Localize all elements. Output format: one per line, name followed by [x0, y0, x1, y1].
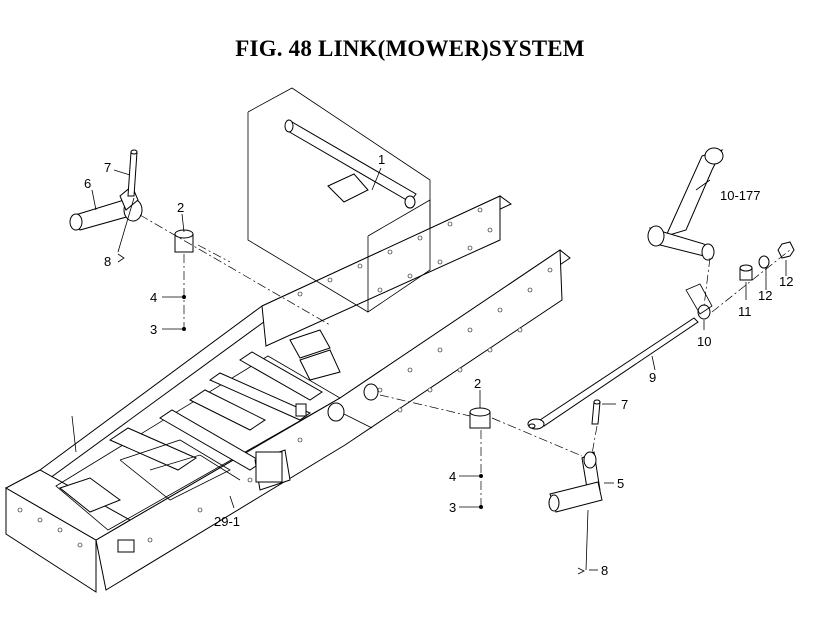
figure-title: FIG. 48 LINK(MOWER)SYSTEM	[235, 36, 585, 61]
callout-10: 10	[697, 334, 711, 349]
callout-5: 5	[617, 476, 624, 491]
callout-9: 9	[649, 370, 656, 385]
bushing-part-2-bottom	[469, 407, 491, 429]
callout-12-nut: 12	[779, 274, 793, 289]
fitting-part-3-bottom	[479, 505, 483, 509]
washer-part-12	[758, 255, 770, 269]
pin-part-7-top	[127, 149, 138, 197]
callout-12-washer: 12	[758, 288, 772, 303]
callout-7-bottom: 7	[621, 397, 628, 412]
callout-8-top: 8	[104, 254, 111, 269]
fitting-part-4-top	[182, 295, 186, 299]
nut-part-12	[777, 241, 795, 259]
main-frame	[4, 195, 571, 593]
arm-part-5	[548, 451, 603, 513]
cotter-pin-part-8-top	[117, 253, 125, 263]
callout-4-bottom: 4	[449, 469, 456, 484]
callout-1: 1	[378, 152, 385, 167]
collar-part-11	[739, 264, 753, 281]
callout-6: 6	[84, 176, 91, 191]
callout-3-bottom: 3	[449, 500, 456, 515]
callout-7-top: 7	[104, 160, 111, 175]
fitting-part-4-bottom	[479, 474, 483, 478]
lever-part-10-177	[647, 147, 724, 261]
fitting-part-3-top	[182, 327, 186, 331]
callout-10-177: 10-177	[720, 188, 760, 203]
callout-2-top: 2	[177, 200, 184, 215]
pin-part-7-bottom	[591, 399, 601, 425]
rod-part-9	[527, 317, 699, 430]
cotter-pin-part-8-bottom	[577, 567, 585, 575]
callout-4-top: 4	[150, 290, 157, 305]
shaft-part-1	[247, 87, 431, 313]
callout-2-bottom: 2	[474, 376, 481, 391]
callout-3-top: 3	[150, 322, 157, 337]
bushing-part-2-top	[174, 229, 194, 253]
callout-8-bottom: 8	[601, 563, 608, 578]
pin-part-10	[685, 283, 713, 320]
callout-11: 11	[738, 304, 752, 319]
callout-29-1: 29-1	[214, 514, 240, 529]
